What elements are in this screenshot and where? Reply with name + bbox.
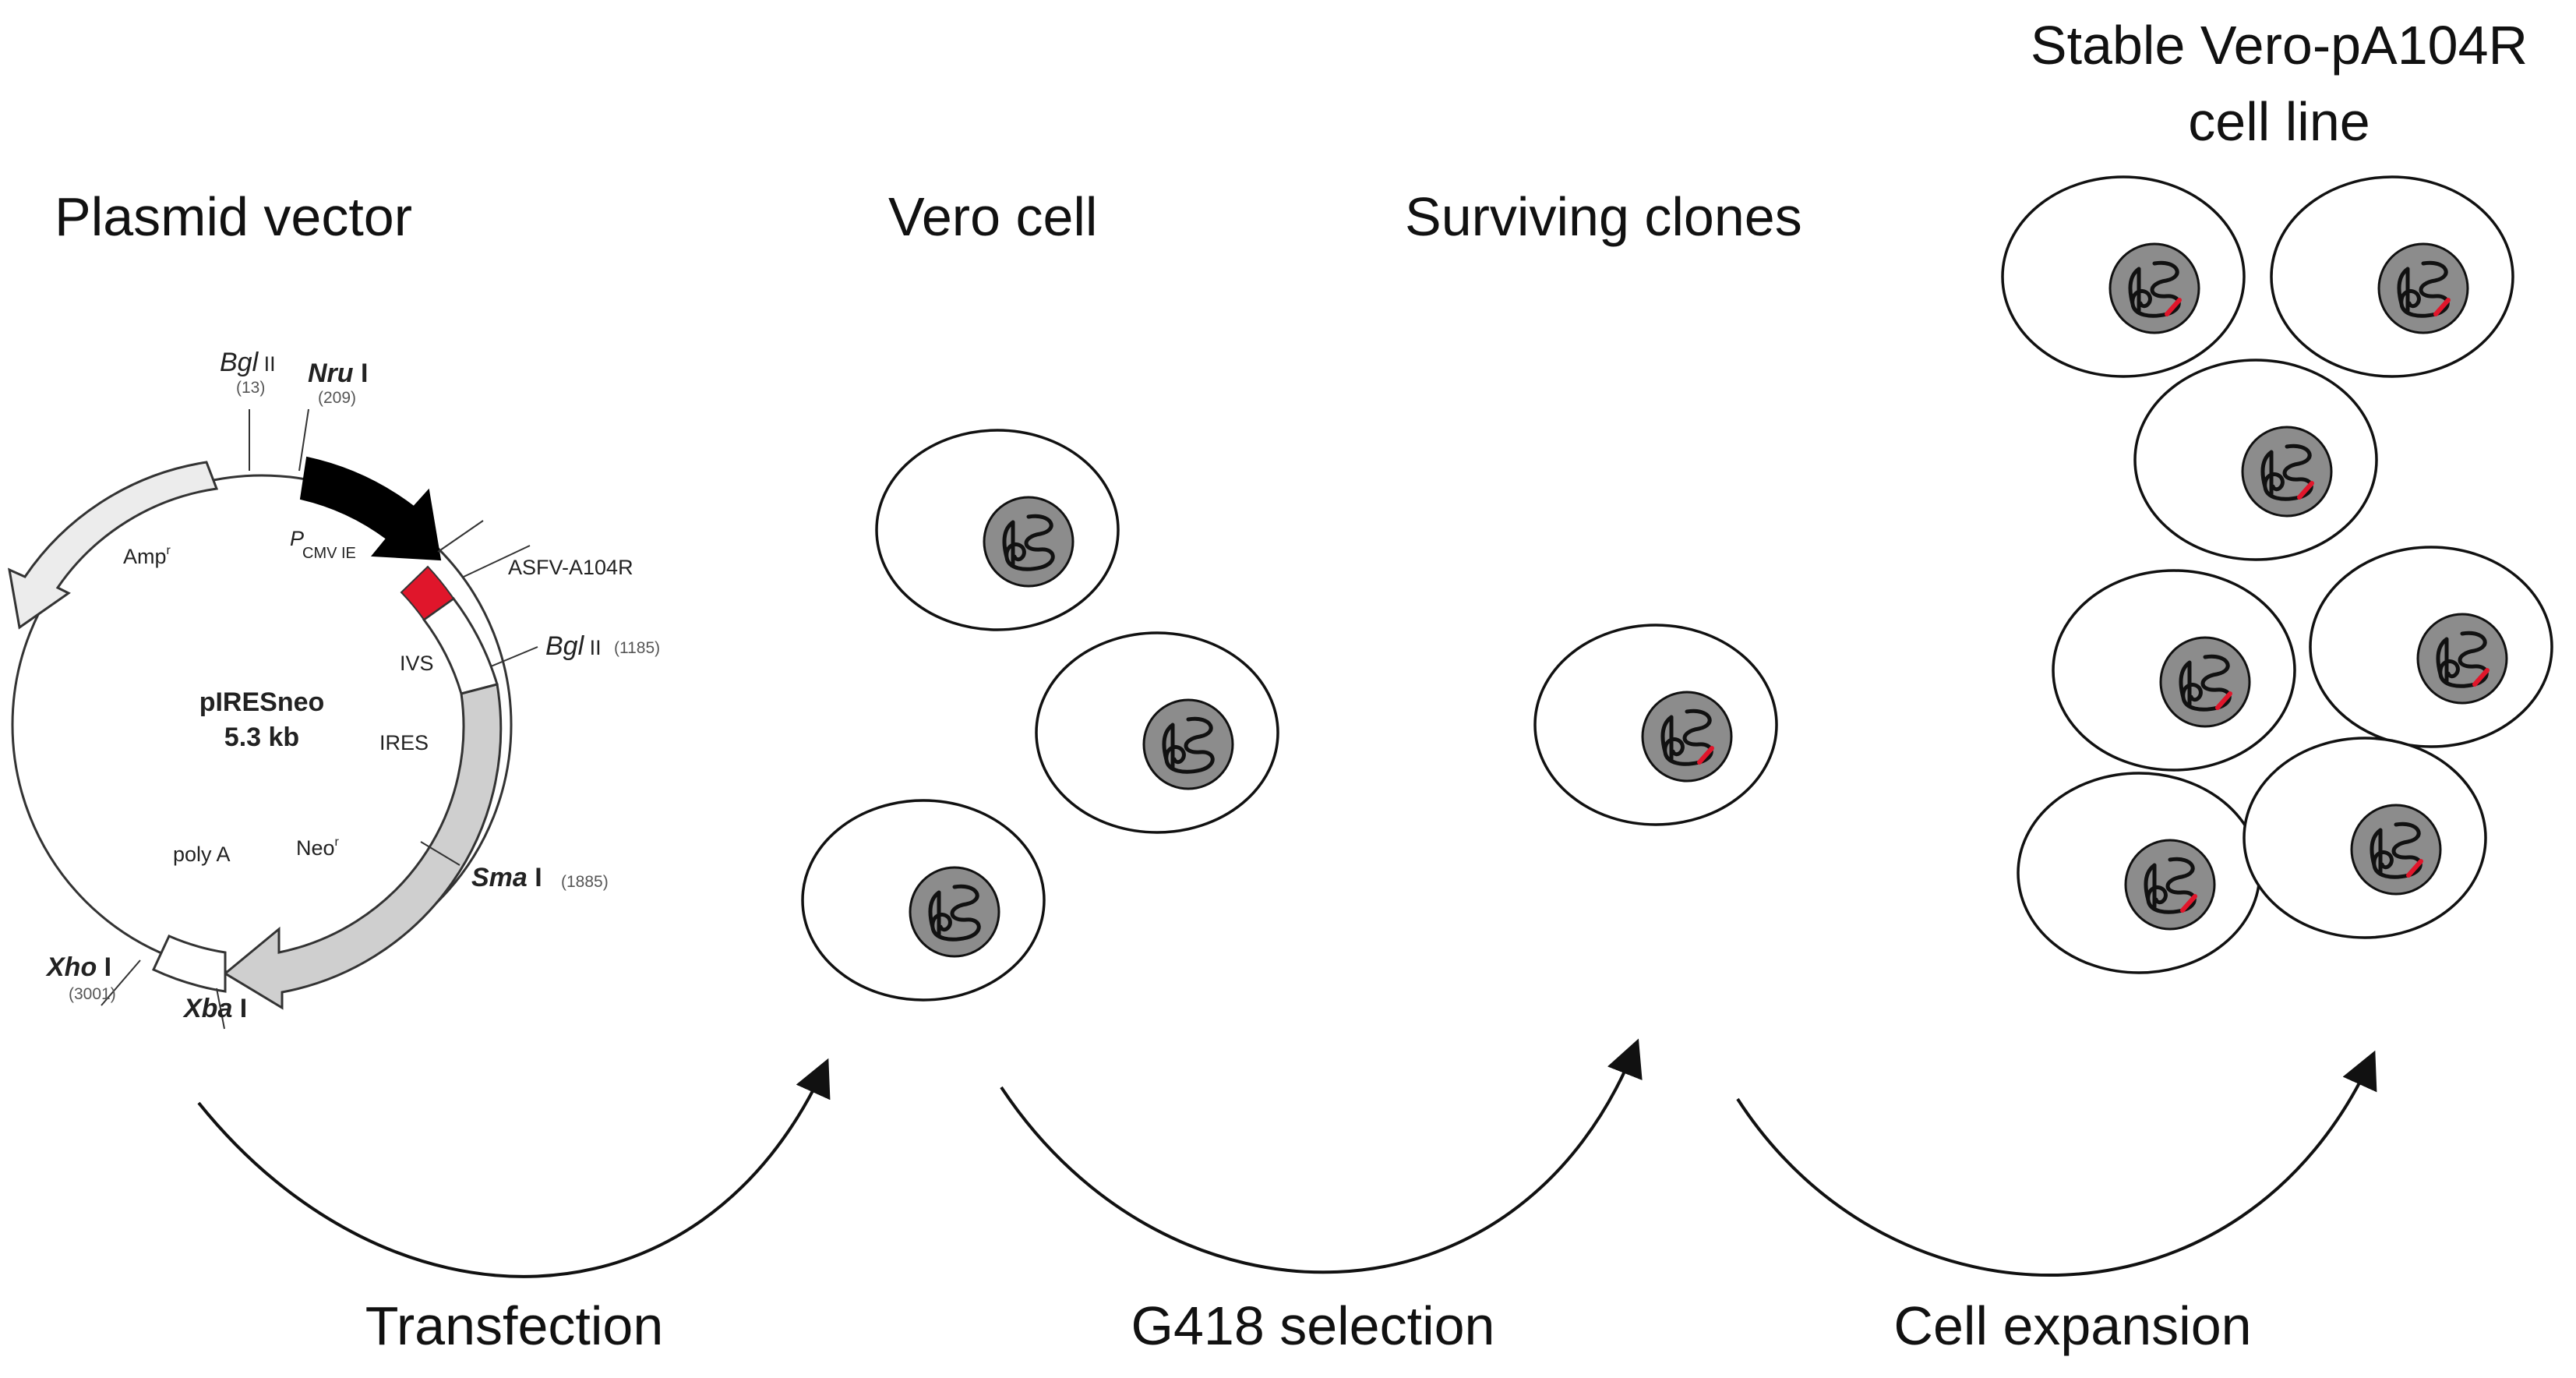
amp-label: Ampr <box>123 544 171 568</box>
stable-cell <box>2244 738 2486 938</box>
xbai-label: Xba I <box>182 994 247 1023</box>
g418-selection-arrow <box>1000 1038 1643 1274</box>
nrui-label: Nru I <box>308 359 368 388</box>
surviving-clone-cell <box>1535 625 1777 825</box>
stable-cell <box>2271 177 2513 376</box>
smai-position: (1885) <box>561 873 609 891</box>
title-plasmid-vector: Plasmid vector <box>55 186 412 247</box>
xhoi-tick <box>101 959 141 1006</box>
bglii-13-label: Bgl II <box>220 348 276 377</box>
nrui-position: (209) <box>318 389 356 407</box>
title-stable-line-1: Stable Vero-pA104R <box>2031 15 2528 76</box>
stable-cell-line-group <box>2003 177 2552 973</box>
xhoi-position: (3001) <box>69 985 116 1003</box>
surviving-clones-group <box>1535 625 1777 825</box>
smai-tick <box>420 841 461 866</box>
title-stable-line-2: cell line <box>2188 91 2370 152</box>
pcmv-sub-label: CMV IE <box>302 545 356 562</box>
vero-cells-group <box>803 430 1278 1000</box>
cmv-promoter-arrow <box>299 456 442 561</box>
stable-cell <box>2310 547 2552 747</box>
polya-block <box>152 935 227 993</box>
stable-cell <box>2018 773 2260 973</box>
asfv-tick-2 <box>463 545 531 578</box>
bglii-1185-tick <box>490 646 538 667</box>
pcmv-label: P <box>290 527 304 550</box>
xbai-tick <box>216 988 225 1030</box>
vero-cell <box>1036 633 1278 832</box>
ires-neo-arrow <box>223 683 503 1010</box>
label-g418-selection: G418 selection <box>1131 1295 1495 1356</box>
amp-resistance-arrow <box>8 461 219 630</box>
bglii-1185-position: (1185) <box>614 639 660 657</box>
label-cell-expansion: Cell expansion <box>1893 1295 2251 1356</box>
smai-label: Sma I <box>471 863 542 892</box>
asfv-a104r-label: ASFV-A104R <box>508 556 633 579</box>
title-surviving-clones: Surviving clones <box>1405 186 1802 247</box>
vero-cell <box>803 800 1044 1000</box>
asfv-tick-1 <box>437 520 484 553</box>
bglii-13-position: (13) <box>236 379 265 397</box>
ivs-label: IVS <box>400 652 434 675</box>
plasmid-map: pIRESneo 5.3 kb Bgl II (13) Nru I (209) … <box>8 348 660 1030</box>
ires-label: IRES <box>379 731 429 754</box>
stable-cell <box>2053 571 2295 770</box>
vero-cell <box>877 430 1118 630</box>
xhoi-label: Xho I <box>45 952 111 982</box>
bglii-1185-label: Bgl II <box>545 631 602 661</box>
asfv-a104r-insert <box>400 565 455 621</box>
plasmid-name: pIRESneo <box>199 687 325 717</box>
label-transfection: Transfection <box>365 1295 664 1356</box>
cell-expansion-arrow <box>1736 1050 2377 1277</box>
stable-cell <box>2135 360 2377 560</box>
transfection-arrow <box>197 1058 831 1278</box>
ivs-block <box>422 596 499 695</box>
plasmid-size: 5.3 kb <box>224 723 299 752</box>
polya-label: poly A <box>173 843 231 866</box>
stable-cell <box>2003 177 2244 376</box>
title-vero-cell: Vero cell <box>888 186 1097 247</box>
neo-label: Neor <box>296 836 340 860</box>
nrui-209-tick <box>298 408 309 472</box>
